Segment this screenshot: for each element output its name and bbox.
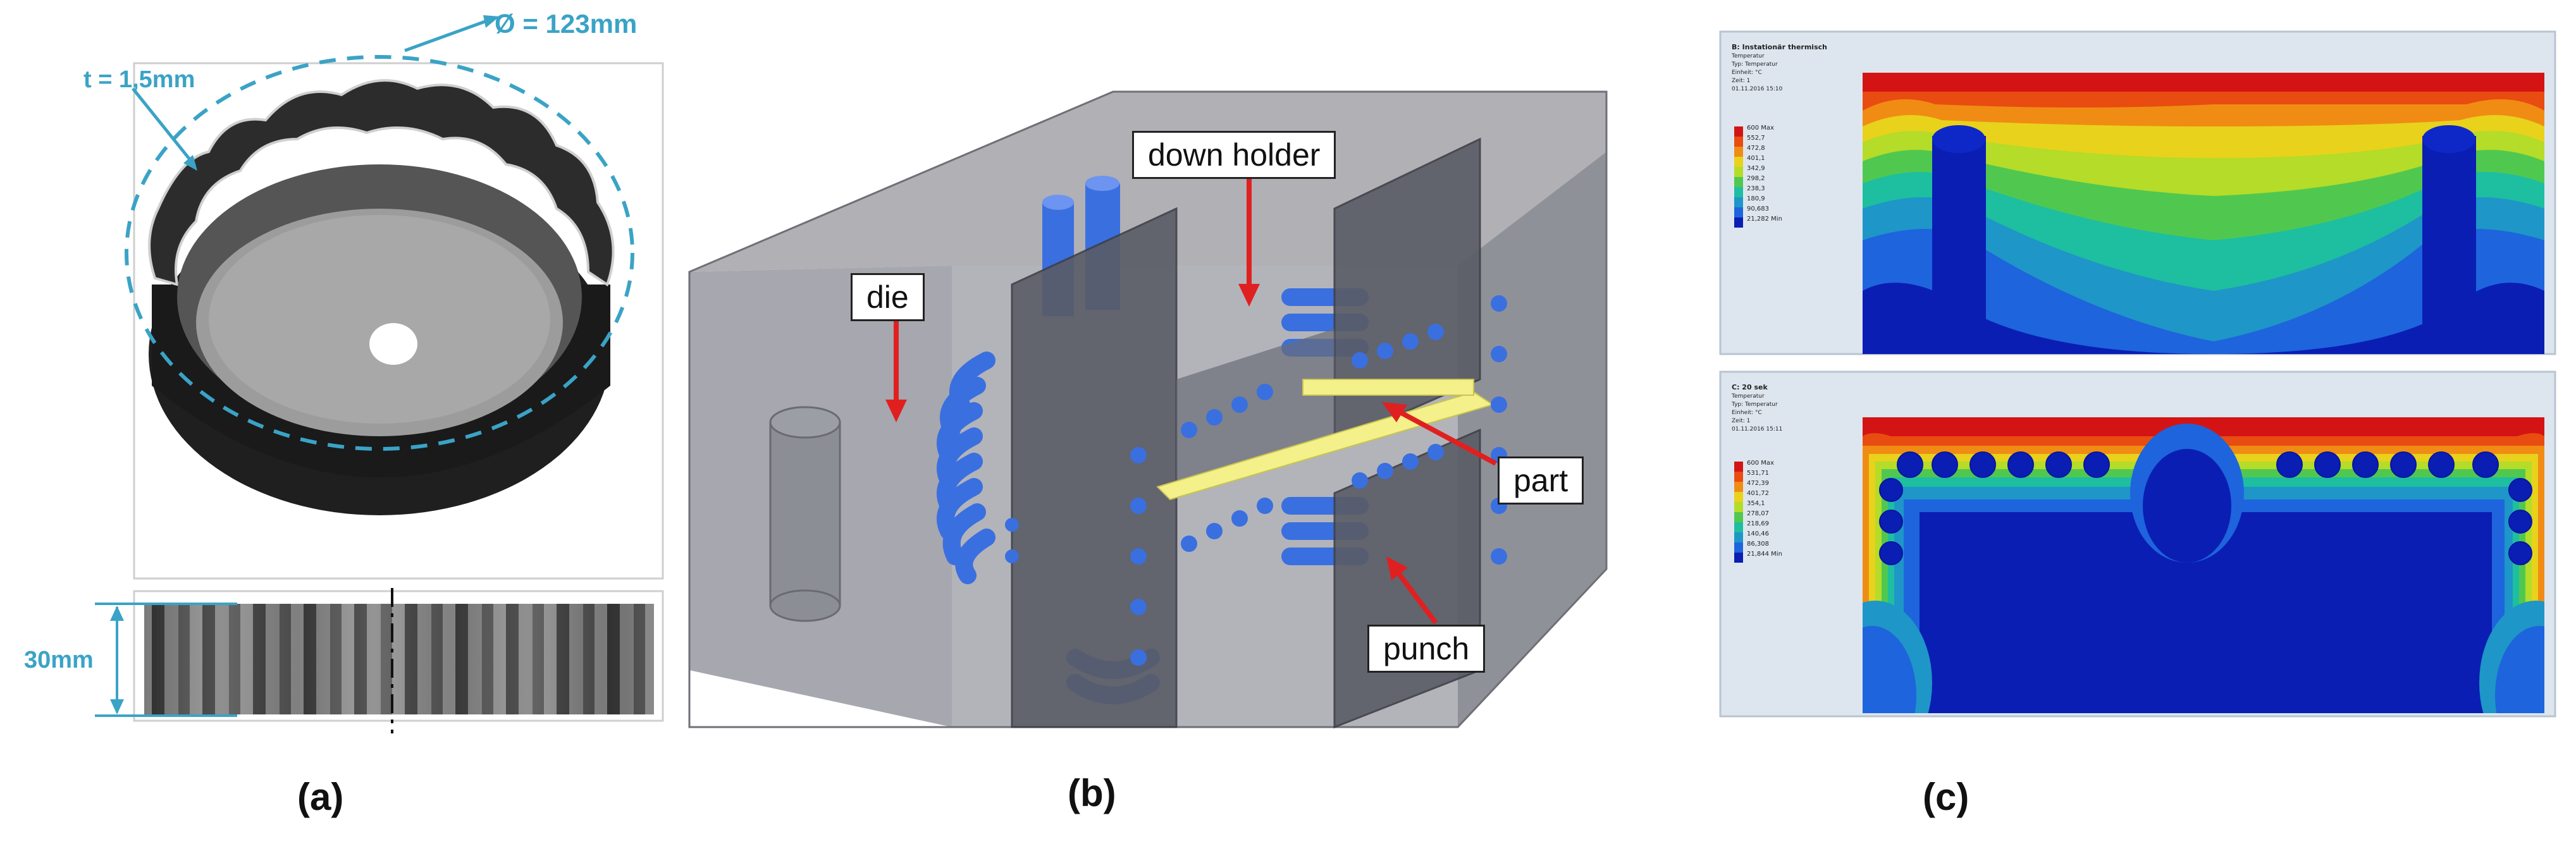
fea-bottom-legend-value: 278,07 [1747, 510, 1769, 517]
fea-bottom-legend-value: 354,1 [1747, 500, 1765, 507]
fea-top-legend-swatch [1734, 167, 1743, 177]
fea-top-legend-swatch [1734, 197, 1743, 207]
fea-top-legend-swatch [1734, 137, 1743, 147]
fea-bottom-legend-swatch [1734, 532, 1743, 542]
fea-bottom-legend-value: 218,69 [1747, 520, 1769, 527]
fea-top-legend-value: 552,7 [1747, 135, 1765, 142]
fea-bottom-legend-value: 86,308 [1747, 541, 1769, 548]
fea-bottom-legend-value: 600 Max [1747, 460, 1774, 467]
fea-top-legend-swatch [1734, 207, 1743, 217]
caption-b: (b) [1068, 772, 1116, 814]
fea-top-header-line: B: Instationär thermisch [1732, 43, 1827, 51]
fea-bottom-header-line: 01.11.2016 15:11 [1732, 426, 1782, 432]
fea-bottom-header-line: C: 20 sek [1732, 383, 1768, 391]
fea-top-legend-value: 600 Max [1747, 125, 1774, 132]
fea-top-legend-value: 180,9 [1747, 195, 1765, 202]
fea-top-legend-value: 238,3 [1747, 185, 1765, 192]
thickness-label: t = 1,5mm [83, 66, 195, 93]
fea-top-legend-value: 21,282 Min [1747, 216, 1782, 223]
fea-bottom-header-line: Typ: Temperatur [1731, 401, 1778, 408]
fea-top-legend-value: 342,9 [1747, 165, 1765, 172]
fea-top-legend-swatch [1734, 217, 1743, 228]
fea-bottom-legend-swatch [1734, 472, 1743, 482]
fea-bottom-legend-swatch [1734, 492, 1743, 502]
fea-bottom-header-line: Temperatur [1731, 393, 1765, 400]
fea-top-legend-swatch [1734, 147, 1743, 157]
label-part: part [1498, 456, 1584, 505]
fea-bottom-legend-swatch [1734, 553, 1743, 563]
fea-top-legend-value: 298,2 [1747, 175, 1765, 182]
fea-bottom-header-line: Zeit: 1 [1732, 418, 1750, 424]
fea-top-legend-swatch [1734, 177, 1743, 187]
label-arrows [885, 178, 1497, 625]
fea-bottom-legend-value: 531,71 [1747, 470, 1769, 477]
fea-top-header-line: Einheit: °C [1732, 70, 1762, 76]
fea-top-legend-value: 90,683 [1747, 205, 1769, 212]
label-die: die [851, 273, 925, 321]
fea-top-legend-swatch [1734, 157, 1743, 167]
fea-top-legend: 600 Max 552,7 472,8 401,1 342,9 298,2 238,3 180… [1734, 125, 1782, 228]
caption-a: (a) [297, 776, 344, 818]
fea-top-header-line: Zeit: 1 [1732, 78, 1750, 84]
fea-bottom-legend-swatch [1734, 512, 1743, 522]
fea-top-field [1863, 73, 2544, 354]
fea-bottom-legend-value: 21,844 Min [1747, 551, 1782, 558]
fea-bottom-legend-value: 401,72 [1747, 490, 1769, 497]
cup-rim [148, 79, 615, 287]
fea-bottom-legend-value: 472,39 [1747, 480, 1769, 487]
fea-bottom-field [1863, 417, 2544, 713]
height-label: 30mm [24, 647, 94, 673]
fea-bottom-legend-swatch [1734, 462, 1743, 472]
guide-pin [769, 421, 841, 607]
cup-center-hole [369, 323, 417, 365]
fea-bottom-legend-value: 140,46 [1747, 530, 1769, 537]
diameter-ellipse [125, 55, 634, 451]
label-punch: punch [1367, 625, 1486, 673]
fea-top-legend-swatch [1734, 187, 1743, 197]
fea-bottom-legend-swatch [1734, 502, 1743, 512]
fea-bottom-legend: 600 Max 531,71 472,39 401,72 354,1 278,07 218,… [1734, 460, 1782, 563]
fea-top-header-line: Typ: Temperatur [1731, 61, 1778, 68]
fea-bottom-legend-swatch [1734, 482, 1743, 492]
fea-bottom-legend-swatch [1734, 522, 1743, 532]
fea-bottom-header-line: Einheit: °C [1732, 410, 1762, 416]
diameter-label: Ø = 123mm [495, 9, 637, 39]
fea-top-legend-swatch [1734, 126, 1743, 137]
die-right-face [1458, 152, 1606, 727]
caption-c: (c) [1923, 776, 1969, 818]
plate-left [1011, 207, 1178, 728]
fea-top-header-line: 01.11.2016 15:10 [1732, 86, 1783, 92]
fea-bottom-legend-swatch [1734, 542, 1743, 553]
cooling-holes [1005, 295, 1507, 666]
fea-top-header-line: Temperatur [1731, 53, 1765, 59]
fea-top-legend-value: 401,1 [1747, 155, 1765, 162]
label-down-holder: down holder [1132, 131, 1336, 179]
fea-top-legend-value: 472,8 [1747, 145, 1765, 152]
